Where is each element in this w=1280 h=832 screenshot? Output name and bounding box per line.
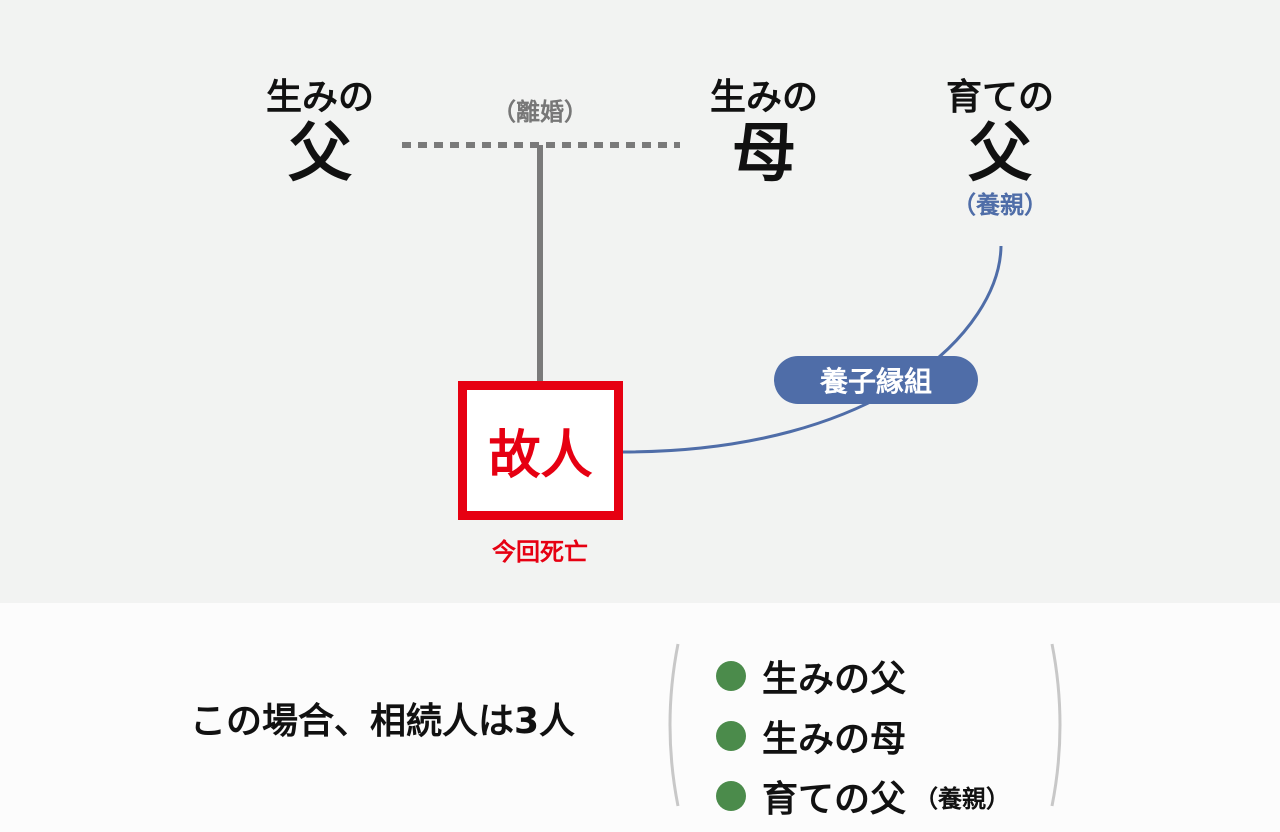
node-main: 父 (968, 117, 1032, 191)
deceased-label: 故人 (488, 426, 593, 486)
node-main: 父 (288, 117, 352, 191)
heir-label: 育ての父 (762, 779, 907, 820)
node-prefix: 生みの (709, 77, 818, 118)
heir-label: 生みの父 (762, 659, 907, 700)
divorce-label: （離婚） (492, 98, 588, 126)
adoption-label: 養子縁組 (819, 365, 932, 398)
biological-mother-node: 生みの 母 (674, 77, 854, 191)
heir-note: （養親） (914, 784, 1011, 813)
node-main: 母 (732, 117, 796, 191)
adoptive-parent-note: （養親） (952, 191, 1048, 219)
green-dot-icon (716, 721, 746, 751)
node-prefix: 育ての (945, 77, 1054, 118)
summary-text: この場合、相続人は3人 (190, 701, 576, 742)
heir-label: 生みの母 (762, 719, 907, 760)
left-paren (668, 643, 680, 807)
node-prefix: 生みの (265, 77, 374, 118)
heir-item: 育ての父 （養親） (716, 766, 1010, 826)
heir-list: 生みの父 生みの母 育ての父 （養親） (716, 646, 1010, 826)
green-dot-icon (716, 781, 746, 811)
heir-item: 生みの父 (716, 646, 1010, 706)
biological-father-node: 生みの 父 (230, 77, 410, 191)
adoption-curve (622, 245, 1003, 454)
right-paren (1050, 643, 1062, 807)
green-dot-icon (716, 661, 746, 691)
adoptive-father-node: 育ての 父 （養親） (910, 78, 1090, 220)
adoption-badge: 養子縁組 (774, 356, 978, 404)
diagram-area (0, 0, 1280, 603)
heir-item: 生みの母 (716, 706, 1010, 766)
summary-area (0, 603, 1280, 832)
deceased-note: 今回死亡 (492, 538, 588, 566)
deceased-box: 故人 (458, 381, 623, 520)
